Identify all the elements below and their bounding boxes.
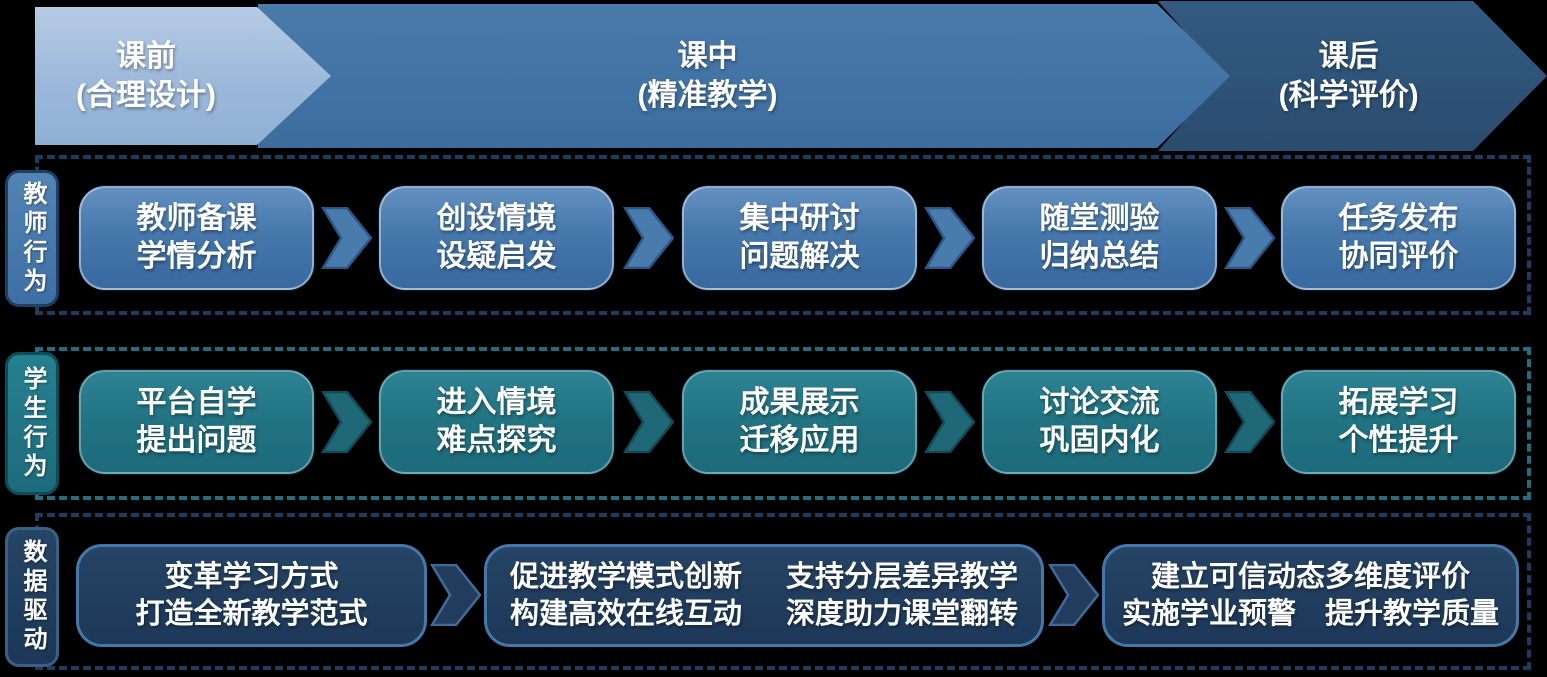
row-label-data-driven: 数据驱动	[5, 527, 59, 667]
step-line: 变革学习方式	[164, 560, 339, 593]
row-label-teacher-behavior: 教师行为	[5, 170, 59, 307]
step-line: 实施学业预警 提升教学质量	[1121, 597, 1499, 630]
phase-title: 课后	[1318, 40, 1379, 73]
step-line: 打造全新教学范式	[135, 597, 368, 630]
chevron-right-icon	[923, 207, 975, 269]
chevron-right-icon	[1223, 207, 1275, 269]
step-line: 创设情境	[436, 202, 557, 235]
chevron-right-icon	[320, 207, 372, 269]
phase-during-class-label: 课中 (精准教学)	[258, 37, 1157, 115]
step-line: 集中研讨	[739, 202, 860, 235]
phase-title: 课中	[677, 40, 738, 73]
step-line: 平台自学	[136, 386, 257, 419]
step-box: 讨论交流 巩固内化	[982, 370, 1217, 474]
step-line: 讨论交流	[1039, 386, 1160, 419]
step-box: 变革学习方式 打造全新教学范式	[76, 544, 427, 647]
step-box: 任务发布 协同评价	[1281, 186, 1516, 290]
phase-before-class-label: 课前 (合理设计)	[35, 37, 257, 115]
step-box: 平台自学 提出问题	[79, 370, 314, 474]
step-line: 随堂测验	[1039, 202, 1160, 235]
step-box: 拓展学习 个性提升	[1281, 370, 1516, 474]
step-line: 促进教学模式创新	[509, 560, 742, 593]
step-line: 巩固内化	[1039, 424, 1160, 457]
step-box: 促进教学模式创新 构建高效在线互动 支持分层差异教学 深度助力课堂翻转	[484, 544, 1044, 647]
step-line: 难点探究	[436, 424, 557, 457]
step-line: 教师备课	[136, 202, 257, 235]
step-box: 创设情境 设疑启发	[379, 186, 614, 290]
row-label-text: 教师行为	[19, 180, 46, 297]
phase-after-class-chevron: 课后 (科学评价)	[1158, 1, 1547, 151]
step-line: 任务发布	[1338, 202, 1459, 235]
phase-subtitle: (合理设计)	[76, 79, 216, 112]
data-driven-row: 变革学习方式 打造全新教学范式 促进教学模式创新 构建高效在线互动 支持分层差异…	[35, 513, 1531, 670]
step-line: 协同评价	[1338, 240, 1459, 273]
chevron-right-icon	[622, 207, 674, 269]
step-text-column: 促进教学模式创新 构建高效在线互动	[510, 559, 742, 633]
step-line: 设疑启发	[436, 240, 557, 273]
row-label-text: 学生行为	[19, 365, 46, 482]
step-box: 随堂测验 归纳总结	[982, 186, 1217, 290]
step-line: 进入情境	[436, 386, 557, 419]
phase-during-class-chevron: 课中 (精准教学)	[258, 4, 1230, 148]
row-label-text: 数据驱动	[19, 539, 46, 655]
step-box: 进入情境 难点探究	[379, 370, 614, 474]
step-box: 成果展示 迁移应用	[682, 370, 917, 474]
step-box: 集中研讨 问题解决	[682, 186, 917, 290]
chevron-right-icon	[429, 564, 481, 626]
chevron-right-icon	[923, 391, 975, 453]
step-box: 建立可信动态多维度评价 实施学业预警 提升教学质量	[1102, 544, 1519, 647]
step-text-column: 支持分层差异教学 深度助力课堂翻转	[786, 559, 1018, 633]
step-line: 迁移应用	[739, 424, 860, 457]
phase-after-class-label: 课后 (科学评价)	[1224, 37, 1473, 115]
step-line: 问题解决	[739, 240, 860, 273]
chevron-right-icon	[320, 391, 372, 453]
step-line: 深度助力课堂翻转	[786, 597, 1019, 630]
step-line: 个性提升	[1338, 424, 1459, 457]
phase-title: 课前	[116, 40, 176, 73]
step-line: 支持分层差异教学	[786, 560, 1019, 593]
step-line: 归纳总结	[1039, 240, 1160, 273]
chevron-right-icon	[622, 391, 674, 453]
row-label-student-behavior: 学生行为	[5, 352, 59, 495]
step-line: 提出问题	[136, 424, 257, 457]
phase-subtitle: (精准教学)	[637, 79, 778, 112]
chevron-right-icon	[1047, 564, 1099, 626]
step-line: 学情分析	[136, 240, 257, 273]
phase-before-class-chevron: 课前 (合理设计)	[35, 7, 331, 145]
student-behavior-row: 平台自学 提出问题 进入情境 难点探究 成果展示 迁移应用 讨论交流 巩固内化 …	[35, 347, 1531, 500]
teacher-behavior-row: 教师备课 学情分析 创设情境 设疑启发 集中研讨 问题解决 随堂测验 归纳总结 …	[35, 155, 1531, 315]
step-line: 拓展学习	[1338, 386, 1459, 419]
step-box: 教师备课 学情分析	[79, 186, 314, 290]
step-line: 构建高效在线互动	[509, 597, 742, 630]
step-line: 建立可信动态多维度评价	[1150, 560, 1470, 593]
step-line: 成果展示	[739, 386, 860, 419]
chevron-right-icon	[1223, 391, 1275, 453]
phase-subtitle: (科学评价)	[1278, 79, 1419, 112]
